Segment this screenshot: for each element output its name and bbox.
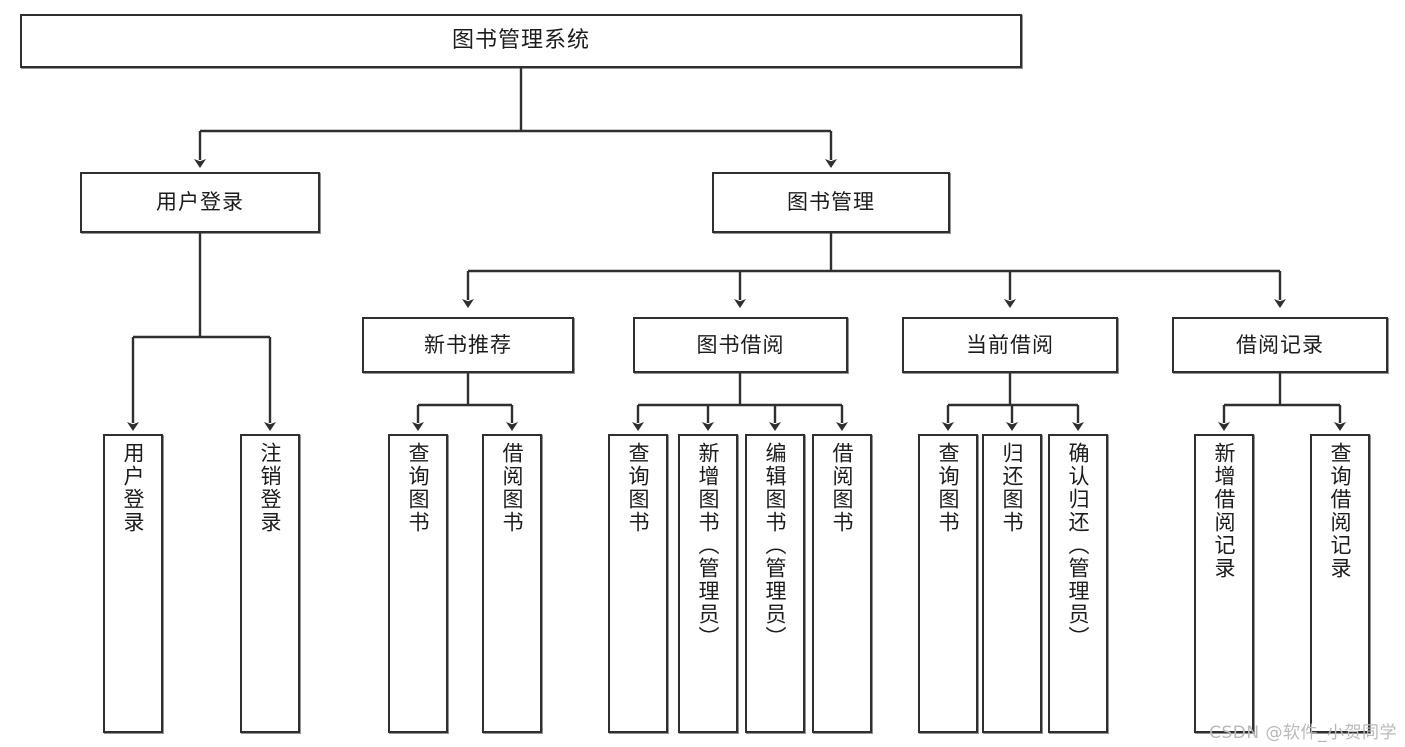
node-leaf-edit-book[interactable]: 编辑图书（管理员） <box>745 434 805 733</box>
node-current-borrow-label: 当前借阅 <box>966 332 1054 357</box>
node-leaf-query-record-label: 查询借阅记录 <box>1328 442 1353 580</box>
node-leaf-query-book-2[interactable]: 查询图书 <box>608 434 668 733</box>
node-leaf-query-book-3[interactable]: 查询图书 <box>918 434 978 733</box>
node-root[interactable]: 图书管理系统 <box>20 14 1022 68</box>
node-leaf-user-login-label: 用户登录 <box>121 442 146 534</box>
node-book-management[interactable]: 图书管理 <box>712 172 950 233</box>
node-leaf-add-record[interactable]: 新增借阅记录 <box>1194 434 1254 733</box>
node-borrow-record[interactable]: 借阅记录 <box>1172 317 1388 373</box>
node-leaf-return-book[interactable]: 归还图书 <box>982 434 1042 733</box>
node-book-borrow-label: 图书借阅 <box>696 332 785 357</box>
node-leaf-logout-label: 注销登录 <box>258 442 283 534</box>
node-leaf-add-record-label: 新增借阅记录 <box>1212 442 1237 580</box>
node-leaf-borrow-book-1[interactable]: 借阅图书 <box>482 434 542 733</box>
node-leaf-query-book-2-label: 查询图书 <box>626 442 651 534</box>
watermark-text: CSDN @软件_小贺同学 <box>1209 723 1397 743</box>
node-book-management-label: 图书管理 <box>787 190 875 215</box>
node-leaf-add-book-label: 新增图书（管理员） <box>696 442 721 649</box>
node-leaf-query-book-1[interactable]: 查询图书 <box>388 434 448 733</box>
node-leaf-borrow-book-1-label: 借阅图书 <box>500 442 525 534</box>
node-current-borrow[interactable]: 当前借阅 <box>902 317 1118 373</box>
node-leaf-user-login[interactable]: 用户登录 <box>103 434 163 733</box>
node-leaf-query-book-1-label: 查询图书 <box>406 442 431 534</box>
node-leaf-query-book-3-label: 查询图书 <box>936 442 961 534</box>
node-user-login[interactable]: 用户登录 <box>80 172 320 233</box>
node-user-login-label: 用户登录 <box>156 190 244 215</box>
node-borrow-record-label: 借阅记录 <box>1236 332 1324 357</box>
node-new-book-recommend[interactable]: 新书推荐 <box>362 317 574 373</box>
node-book-borrow[interactable]: 图书借阅 <box>633 317 848 373</box>
node-leaf-borrow-book-2-label: 借阅图书 <box>830 442 855 534</box>
node-new-book-recommend-label: 新书推荐 <box>424 332 512 357</box>
node-leaf-confirm-return-label: 确认归还（管理员） <box>1066 442 1091 649</box>
node-leaf-add-book[interactable]: 新增图书（管理员） <box>678 434 738 733</box>
node-leaf-query-record[interactable]: 查询借阅记录 <box>1310 434 1370 733</box>
node-root-label: 图书管理系统 <box>451 28 590 54</box>
node-leaf-return-book-label: 归还图书 <box>1000 442 1025 534</box>
node-leaf-logout[interactable]: 注销登录 <box>240 434 300 733</box>
node-leaf-edit-book-label: 编辑图书（管理员） <box>763 442 788 649</box>
node-leaf-confirm-return[interactable]: 确认归还（管理员） <box>1048 434 1108 733</box>
node-leaf-borrow-book-2[interactable]: 借阅图书 <box>812 434 872 733</box>
